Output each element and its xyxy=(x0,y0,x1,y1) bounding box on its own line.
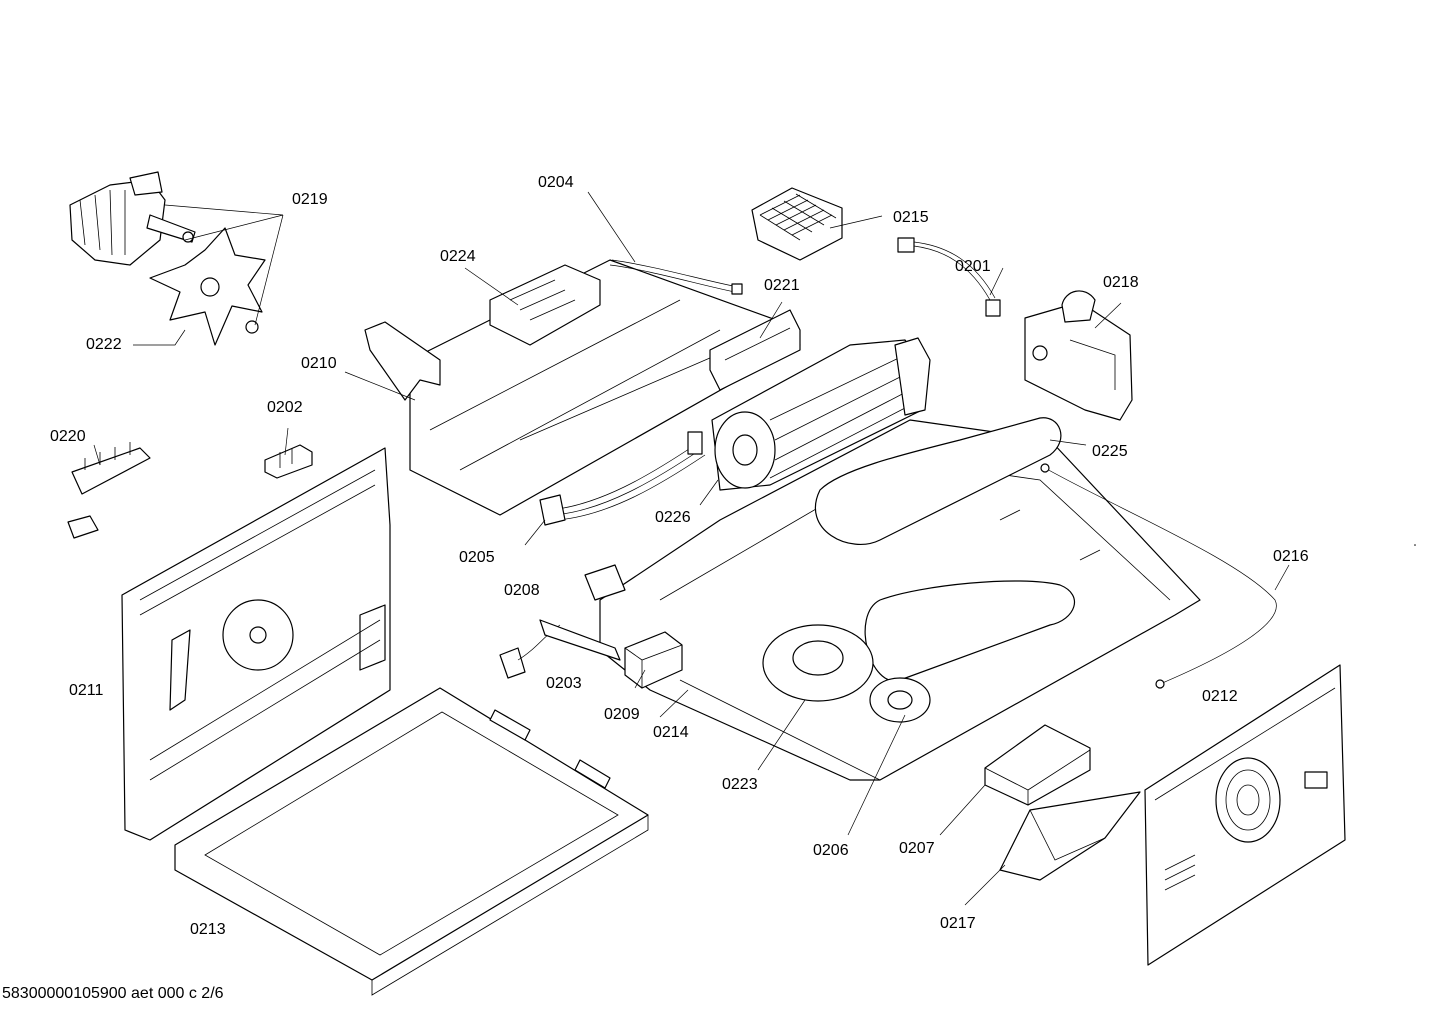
label-0218: 0218 xyxy=(1103,274,1139,291)
label-0211: 0211 xyxy=(69,682,104,699)
air-duct-0217-drawing xyxy=(999,791,1141,881)
ceiling-plate-drawing xyxy=(599,417,1201,781)
label-0217: 0217 xyxy=(940,915,976,932)
label-0207: 0207 xyxy=(899,840,935,857)
rear-panel-drawing xyxy=(1144,664,1346,966)
cable-0201-drawing xyxy=(897,237,1001,317)
label-0214: 0214 xyxy=(653,724,689,741)
leader-lines xyxy=(93,191,1290,906)
label-0212: 0212 xyxy=(1202,688,1238,705)
label-0219: 0219 xyxy=(292,191,328,208)
electronic-module-0207-drawing xyxy=(984,724,1091,806)
label-0210: 0210 xyxy=(301,355,337,372)
stray-dot xyxy=(1414,544,1416,546)
label-0204: 0204 xyxy=(538,174,574,191)
label-0216: 0216 xyxy=(1273,548,1309,565)
label-0222: 0222 xyxy=(86,336,122,353)
label-0205: 0205 xyxy=(459,549,495,566)
label-0226: 0226 xyxy=(655,509,691,526)
document-code: 58300000105900 aet 000 c 2/6 xyxy=(2,985,224,1002)
label-0202: 0202 xyxy=(267,399,303,416)
label-0224: 0224 xyxy=(440,248,476,265)
label-0223: 0223 xyxy=(722,776,758,793)
label-0206: 0206 xyxy=(813,842,849,859)
label-0225: 0225 xyxy=(1092,443,1128,460)
label-0203: 0203 xyxy=(546,675,582,692)
back-panel-0211-drawing xyxy=(121,447,391,841)
label-0208: 0208 xyxy=(504,582,540,599)
control-panel-assembly-drawing xyxy=(364,259,801,516)
label-0215: 0215 xyxy=(893,209,929,226)
bottom-tray-0213-drawing xyxy=(174,687,649,996)
thermostat-0208-drawing xyxy=(584,564,626,601)
label-0201: 0201 xyxy=(955,258,991,275)
label-0220: 0220 xyxy=(50,428,86,445)
relay-0209-drawing xyxy=(624,631,683,689)
label-0213: 0213 xyxy=(190,921,226,938)
label-0221: 0221 xyxy=(764,277,800,294)
label-0209: 0209 xyxy=(604,706,640,723)
callout-labels: 0204 0219 0215 0224 0201 0218 0221 0222 … xyxy=(50,174,1309,938)
wiring-harness-0204-drawing xyxy=(609,259,743,295)
selector-switch-drawing xyxy=(67,442,151,539)
sensor-0203-drawing xyxy=(499,619,621,679)
tangential-fan-0226-drawing xyxy=(711,337,931,491)
heat-sink-0215-drawing xyxy=(751,187,843,261)
fan-motor-drawing xyxy=(69,171,196,266)
fan-blade-drawing xyxy=(149,227,266,346)
bracket-0218-drawing xyxy=(1024,290,1133,421)
connector-0202-drawing xyxy=(264,444,313,479)
sensor-cable-0216-drawing xyxy=(1040,463,1277,689)
wiring-loom-0205-drawing xyxy=(539,431,706,526)
